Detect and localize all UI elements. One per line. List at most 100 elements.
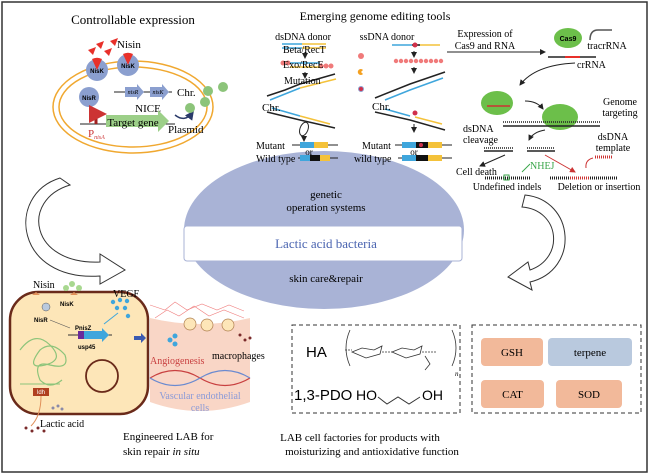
nisk-label: NisK xyxy=(121,64,135,70)
nisr-label: NisR xyxy=(34,318,48,324)
nisr-label: NisR xyxy=(82,96,96,102)
engineered-lab-cell xyxy=(8,290,150,416)
ha-structure-icon xyxy=(345,329,457,371)
nisk-label: NisK xyxy=(90,69,104,75)
usp45-label: usp45 xyxy=(78,345,96,351)
ha-label: HA xyxy=(306,344,327,361)
panel-title: Emerging genome editing tools xyxy=(300,9,451,23)
product-label: terpene xyxy=(574,347,606,359)
skin-tissue-icon xyxy=(150,318,250,411)
dsdna-donor-label: dsDNA donor xyxy=(275,32,332,43)
nisin-icon xyxy=(63,281,82,291)
vascular-endothelial-label: cells xyxy=(191,403,209,414)
curved-arrow-right-icon xyxy=(507,194,566,291)
nisin-icon xyxy=(88,38,118,56)
deletion-insertion-label: Deletion or insertion xyxy=(558,182,641,193)
gene-arrow-icon xyxy=(125,84,144,100)
vegf-gene-arrow xyxy=(84,328,109,342)
expression-label: Cas9 and RNA xyxy=(455,41,516,52)
chr-label: Chr. xyxy=(177,87,196,99)
panel-title: Controllable expression xyxy=(71,12,195,27)
dsdna-template-label: dsDNA xyxy=(598,132,629,143)
product-label: SOD xyxy=(578,389,600,401)
nhej-label: NHEJ xyxy=(530,161,555,172)
chromosome-icon xyxy=(19,338,67,386)
product-box-sod xyxy=(556,380,622,408)
pdo-label: 1,3-PDO xyxy=(294,387,352,404)
panel-caption: skin repair in situ xyxy=(123,446,200,458)
exo-rece-label: Exo/RecE xyxy=(283,60,324,71)
ssdna-donor-label: ssDNA donor xyxy=(360,32,415,43)
nisr-gene-label: nisR xyxy=(128,90,139,96)
cas9-label: Cas9 xyxy=(560,36,577,43)
product-box-terpene xyxy=(548,338,632,366)
bacteria-icon xyxy=(183,317,235,332)
cas9-complex-icon xyxy=(481,91,513,115)
mutant-label: Mutant xyxy=(256,141,285,152)
genome-editing-panel: Emerging genome editing tools dsDNA dono… xyxy=(256,9,640,193)
gene-arrow-icon xyxy=(150,84,169,100)
pnisz-label: PnisZ xyxy=(75,326,92,332)
hub-band-label: Lactic acid bacteria xyxy=(275,236,377,251)
panel-caption: moisturizing and antioxidative function xyxy=(285,446,459,458)
dsdna-cleavage-label: dsDNA xyxy=(463,124,494,135)
curved-arrow-left-icon xyxy=(25,177,126,285)
tracrrna-icon xyxy=(589,29,612,41)
products-box xyxy=(471,324,642,414)
plasmid-icon xyxy=(85,359,119,393)
tracrrna-label: tracrRNA xyxy=(587,41,627,52)
cas9-icon xyxy=(554,28,582,48)
genome-targeting-label: targeting xyxy=(602,108,637,119)
dsdna-template-label: template xyxy=(596,143,631,154)
cell-death-label: Cell death xyxy=(456,167,497,178)
nisin-label: Nisin xyxy=(117,39,141,51)
nisr-protein-icon xyxy=(79,87,99,107)
hub-band xyxy=(183,225,463,262)
arrow-right-icon xyxy=(134,333,146,343)
vegf-label: VEGF xyxy=(113,289,140,300)
nisk-gene-label: nisK xyxy=(152,90,164,96)
pdo-structure-icon xyxy=(377,396,421,405)
chr-label: Chr. xyxy=(262,102,281,114)
plasmid-label: Plasmid xyxy=(168,124,204,136)
product-label: GSH xyxy=(501,347,523,359)
controllable-expression-panel: Controllable expression Nisin NisK NisK … xyxy=(52,12,228,154)
mutant-label: Mutant xyxy=(362,141,391,152)
beta-rect-icon xyxy=(358,53,364,59)
molecules-box xyxy=(291,324,461,414)
target-gene-arrow xyxy=(106,110,169,132)
promoter-arrow-icon xyxy=(89,105,107,124)
vascular-endothelial-label: Vascular endothelial xyxy=(159,391,241,402)
lab-center-hub: genetic operation systems Lactic acid ba… xyxy=(183,151,464,309)
wild-type-label: wild type xyxy=(354,154,392,165)
ldh-gene-icon xyxy=(33,388,49,396)
cas9-targeting-icon xyxy=(542,104,578,130)
hub-bottom-label: skin care&repair xyxy=(289,273,363,285)
secreted-protein-icon xyxy=(185,82,228,113)
hub-top-label: operation systems xyxy=(286,202,365,214)
target-gene-label: Target gene xyxy=(107,117,158,129)
repeat-n-label: n xyxy=(455,370,459,378)
beta-rect-label: Beta/RecT xyxy=(283,45,326,56)
expression-label: Expression of xyxy=(457,29,513,40)
mutation-label: Mutation xyxy=(284,76,321,87)
macrophages-label: macrophages xyxy=(212,351,265,362)
vegf-protein-icon xyxy=(110,297,131,319)
wild-type-label: Wild type xyxy=(256,154,296,165)
nice-label: NICE xyxy=(135,103,161,115)
lactic-acid-label: Lactic acid xyxy=(40,419,84,430)
chr-label: Chr. xyxy=(372,101,391,113)
panel-caption: Engineered LAB for xyxy=(123,431,214,443)
or-label: or xyxy=(410,147,418,157)
nisin-label: Nisin xyxy=(33,280,55,291)
product-box-gsh xyxy=(481,338,543,366)
product-box-cat xyxy=(481,380,544,408)
skin-repair-panel: Nisin NisK NisR PnisZ usp45 VEGF ldh Lac… xyxy=(8,280,265,458)
panel-caption: LAB cell factories for products with xyxy=(280,432,440,444)
oh-label: OH xyxy=(422,387,443,403)
genome-targeting-label: Genome xyxy=(603,97,637,108)
